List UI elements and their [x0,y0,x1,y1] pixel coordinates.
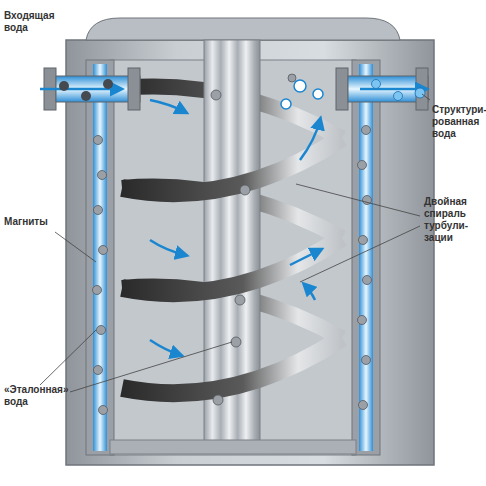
magnet-label: Магниты [4,216,74,228]
inlet-label: Входящая вода [4,10,66,34]
spiral-label: Двойная спираль турбули- зации [424,196,484,244]
outlet-label: Структури- рованная вода [432,104,486,140]
reference-water-label: «Эталонная» вода [4,384,74,408]
